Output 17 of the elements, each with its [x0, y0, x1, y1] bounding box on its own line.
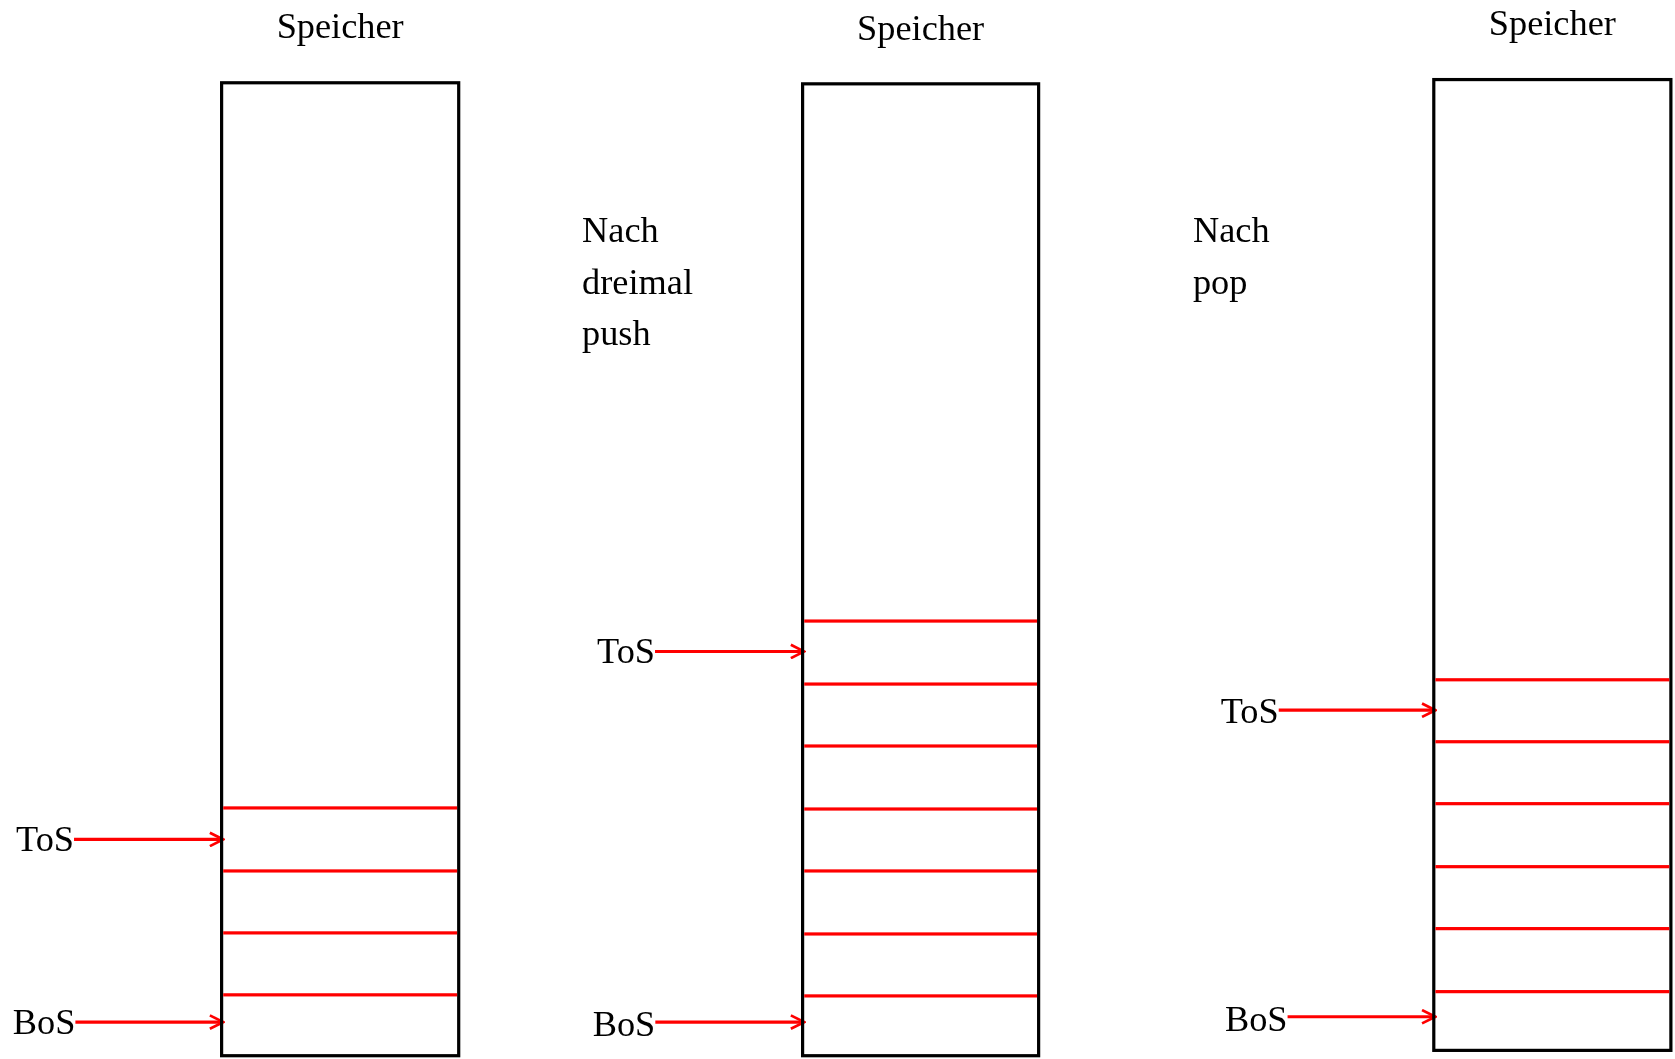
pointer-label: BoS [592, 1001, 656, 1047]
arrow [74, 831, 225, 848]
pointer-label: ToS [1220, 688, 1279, 734]
memory-heading: Speicher [856, 6, 986, 50]
pointer-label: BoS [1225, 996, 1288, 1042]
annotation-text: Nach dreimal push [582, 209, 694, 355]
arrow [75, 1014, 225, 1031]
pointer-label: ToS [16, 817, 75, 862]
pointer-label: BoS [12, 999, 76, 1045]
annotation-text: Nach pop [1192, 209, 1271, 304]
arrow [1278, 702, 1437, 719]
memory-heading: Speicher [1487, 2, 1617, 45]
memory-heading: Speicher [275, 5, 405, 48]
arrow [655, 1014, 806, 1031]
arrow [1287, 1008, 1437, 1025]
pointer-label: ToS [597, 629, 655, 674]
arrow [655, 643, 806, 660]
